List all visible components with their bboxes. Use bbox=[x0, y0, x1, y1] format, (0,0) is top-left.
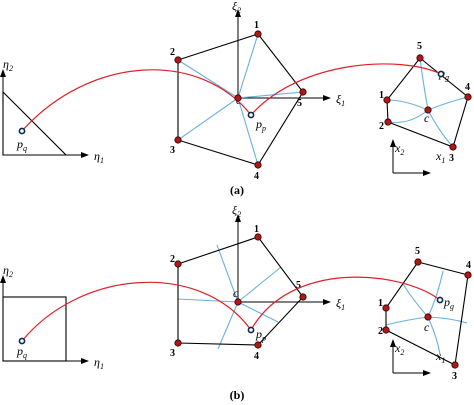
vertex-marker bbox=[464, 271, 472, 279]
triangle-edges bbox=[2, 90, 68, 156]
x1-label: x1 bbox=[435, 149, 445, 165]
vertex-marker bbox=[174, 136, 182, 144]
reference-triangle: η1 η2 pq bbox=[0, 57, 104, 165]
vertex-label-4: 4 bbox=[254, 171, 259, 182]
polygon-xi-space: ξ1 ξ2 1 2 3 4 5 c pp bbox=[170, 0, 345, 182]
reference-square: η1 η2 pq bbox=[0, 263, 104, 371]
eta1-label: η1 bbox=[94, 149, 104, 165]
center-label: c bbox=[424, 320, 430, 334]
physical-element: x1 x2 5 4 3 2 1 c pg bbox=[379, 41, 470, 176]
vertex-marker bbox=[299, 88, 307, 96]
vertex-marker bbox=[464, 93, 472, 101]
xi2-label: ξ2 bbox=[232, 0, 241, 15]
vertex-markers bbox=[174, 30, 472, 169]
vertex-label-2: 2 bbox=[378, 326, 383, 337]
physical-element: x1 x2 5 4 3 2 1 c pg bbox=[378, 246, 471, 382]
vertex-label-5: 5 bbox=[296, 280, 301, 291]
vertex-label-5: 5 bbox=[417, 41, 422, 52]
vertex-marker bbox=[254, 341, 262, 349]
vertex-label-1: 1 bbox=[254, 20, 259, 31]
vertex-marker bbox=[414, 258, 422, 266]
vertex-label-2: 2 bbox=[170, 254, 175, 265]
vertex-label-1: 1 bbox=[379, 90, 384, 101]
triangulation-lines bbox=[177, 33, 304, 166]
pq-label: pq bbox=[16, 344, 27, 360]
vertex-label-1: 1 bbox=[254, 224, 259, 235]
curved-subdivision-lines bbox=[385, 270, 468, 356]
element-edges bbox=[385, 261, 469, 366]
xi1-label: ξ1 bbox=[336, 92, 345, 108]
center-marker bbox=[424, 313, 432, 321]
x2-label: x2 bbox=[394, 141, 404, 157]
eta2-label: η2 bbox=[3, 263, 13, 279]
vertex-marker bbox=[254, 161, 262, 169]
vertex-marker bbox=[451, 361, 459, 369]
center-marker bbox=[234, 94, 242, 102]
vertex-marker bbox=[254, 233, 262, 241]
vertex-marker bbox=[174, 260, 182, 268]
center-label: c bbox=[424, 111, 430, 125]
mapping-curve-reference-to-polygon bbox=[21, 69, 252, 132]
mapping-curve-polygon-to-physical bbox=[250, 63, 442, 116]
eta1-label: η1 bbox=[94, 355, 104, 371]
x1-label: x1 bbox=[435, 349, 445, 365]
vertex-marker bbox=[174, 339, 182, 347]
vertex-markers bbox=[174, 233, 472, 369]
point-pq-marker bbox=[18, 337, 26, 345]
square-edges bbox=[2, 296, 67, 362]
vertex-label-4: 4 bbox=[254, 351, 259, 362]
vertex-marker bbox=[174, 56, 182, 64]
vertex-marker bbox=[449, 143, 457, 151]
vertex-label-2: 2 bbox=[170, 47, 175, 58]
pp-label: pp bbox=[255, 117, 266, 133]
vertex-marker bbox=[416, 54, 424, 62]
xi1-label: ξ1 bbox=[336, 296, 345, 312]
vertex-marker bbox=[299, 293, 307, 301]
vertex-marker bbox=[383, 96, 391, 104]
x2-label: x2 bbox=[394, 341, 404, 357]
median-dual-lines bbox=[177, 244, 282, 350]
point-pg-marker bbox=[437, 70, 445, 78]
element-edges bbox=[386, 57, 469, 148]
eta2-label: η2 bbox=[3, 57, 13, 73]
caption-a: (a) bbox=[230, 183, 244, 197]
vertex-label-5: 5 bbox=[415, 246, 420, 257]
vertex-label-5: 5 bbox=[297, 98, 302, 109]
polygon-edges bbox=[177, 236, 304, 346]
point-pp-marker bbox=[247, 326, 255, 334]
pq-label: pq bbox=[16, 137, 27, 153]
point-pg-marker bbox=[436, 296, 444, 304]
vertex-label-3: 3 bbox=[170, 348, 175, 359]
xi2-label: ξ2 bbox=[232, 203, 241, 219]
vertex-marker bbox=[254, 30, 262, 38]
point-pp-marker bbox=[247, 111, 255, 119]
caption-b: (b) bbox=[230, 388, 245, 402]
vertex-marker bbox=[382, 326, 390, 334]
panel-b: η1 η2 pq ξ1 ξ2 1 2 3 4 5 c pp x1 x bbox=[0, 203, 472, 402]
vertex-label-3: 3 bbox=[170, 145, 175, 156]
mapping-curve-polygon-to-physical bbox=[250, 276, 441, 331]
vertex-marker bbox=[382, 304, 390, 312]
vertex-label-1: 1 bbox=[378, 298, 383, 309]
panel-a: η1 η2 pq ξ1 ξ2 1 2 3 4 5 c pp x1 x bbox=[0, 0, 472, 197]
vertex-label-3: 3 bbox=[449, 153, 454, 164]
vertex-label-3: 3 bbox=[452, 371, 457, 382]
point-pq-marker bbox=[18, 127, 26, 135]
vertex-label-2: 2 bbox=[379, 121, 384, 132]
mapping-curve-reference-to-polygon bbox=[21, 281, 252, 342]
vertex-label-4: 4 bbox=[465, 82, 470, 93]
vertex-label-4: 4 bbox=[466, 260, 471, 271]
center-marker bbox=[424, 106, 432, 114]
polygon-xi-space: ξ1 ξ2 1 2 3 4 5 c pp bbox=[170, 203, 345, 362]
vertex-marker bbox=[384, 118, 392, 126]
center-label: c bbox=[233, 286, 239, 300]
curved-subdivision-lines bbox=[386, 57, 469, 148]
pp-label: pp bbox=[255, 327, 266, 343]
pg-label: pg bbox=[443, 295, 454, 311]
center-marker bbox=[234, 298, 242, 306]
